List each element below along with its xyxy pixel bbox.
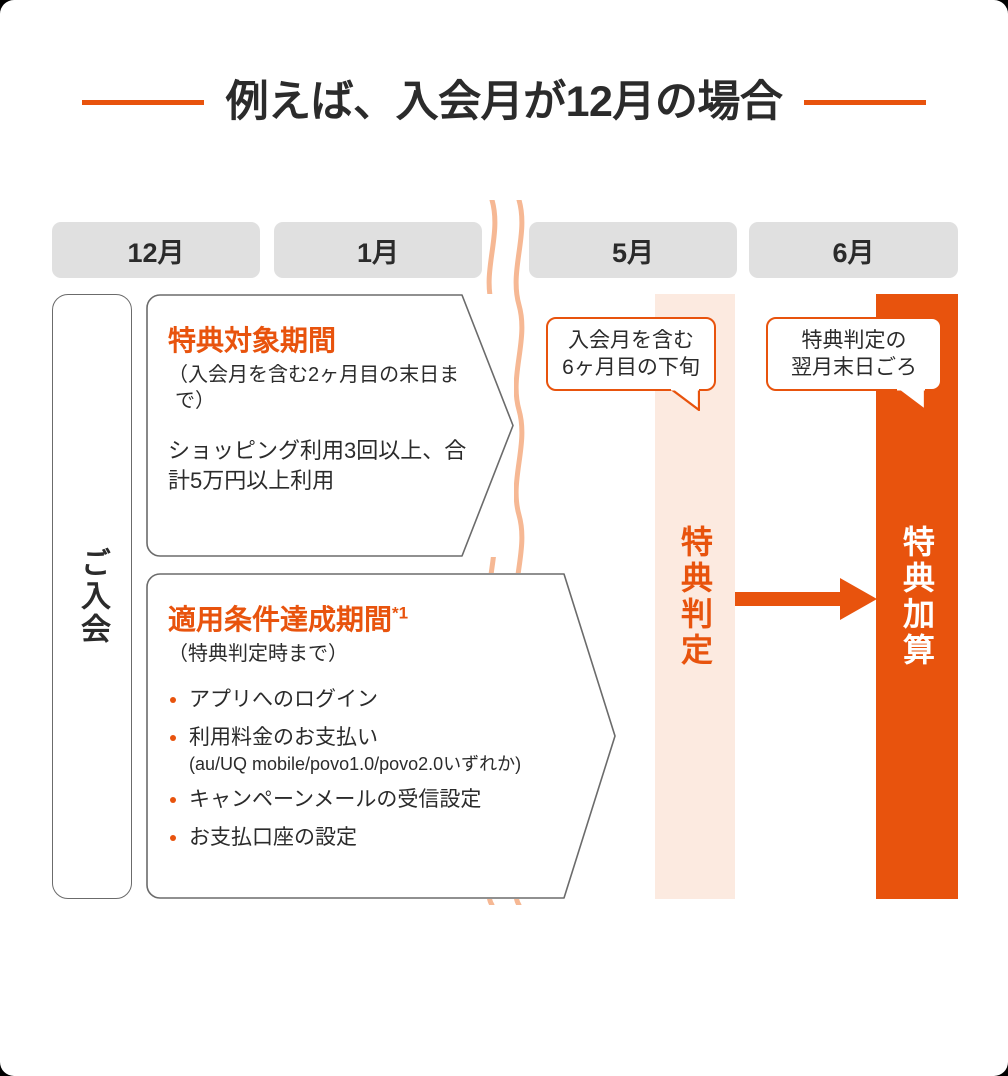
join-column: ご入会 bbox=[52, 294, 132, 899]
callout-award-line1: 特典判定の bbox=[801, 328, 907, 352]
list-item-label: キャンペーンメールの受信設定 bbox=[189, 788, 482, 812]
month-chip-12: 12月 bbox=[52, 222, 260, 278]
condition-period-card: 適用条件達成期間*1 （特典判定時まで） アプリへのログイン 利用料金のお支払い… bbox=[146, 573, 616, 899]
title-rule-right bbox=[804, 100, 927, 106]
list-item-label: 利用料金のお支払い bbox=[189, 725, 378, 749]
callout-judge-timing-text: 入会月を含む 6ヶ月目の下旬 bbox=[550, 327, 712, 382]
benefit-period-card-body: 特典対象期間 （入会月を含む2ヶ月目の末日まで） ショッピング利用3回以上、合計… bbox=[168, 324, 468, 495]
bullet-dot-icon bbox=[170, 835, 176, 841]
benefit-period-heading: 特典対象期間 bbox=[168, 325, 337, 356]
list-item: キャンペーンメールの受信設定 bbox=[168, 787, 578, 814]
condition-period-bullet-list: アプリへのログイン 利用料金のお支払い (au/UQ mobile/povo1.… bbox=[168, 687, 578, 852]
title-rule-left bbox=[81, 100, 204, 106]
bullet-dot-icon bbox=[170, 696, 176, 703]
join-column-label: ご入会 bbox=[76, 547, 109, 646]
benefit-period-subtext: （入会月を含む2ヶ月目の末日まで） bbox=[168, 363, 460, 412]
callout-judge-line2: 6ヶ月目の下旬 bbox=[562, 356, 700, 379]
callout-judge-timing: 入会月を含む 6ヶ月目の下旬 bbox=[546, 317, 716, 411]
bullet-dot-icon bbox=[170, 734, 176, 741]
month-chip-1: 1月 bbox=[274, 222, 482, 278]
month-chip-6: 6月 bbox=[749, 222, 958, 278]
list-item-label: アプリへのログイン bbox=[189, 687, 378, 711]
callout-tail-icon bbox=[896, 389, 926, 411]
callout-tail-icon bbox=[670, 389, 700, 411]
list-item-label: お支払口座の設定 bbox=[189, 826, 357, 849]
list-item: お支払口座の設定 bbox=[168, 825, 578, 852]
callout-award-line2: 翌月末日ごろ bbox=[791, 356, 917, 379]
list-item-sublabel: (au/UQ mobile/povo1.0/povo2.0いずれか) bbox=[189, 753, 522, 774]
callout-judge-line1: 入会月を含む bbox=[568, 328, 694, 352]
benefit-period-card-outline bbox=[146, 294, 514, 557]
callout-award-timing-text: 特典判定の 翌月末日ごろ bbox=[779, 327, 929, 382]
benefit-period-card: 特典対象期間 （入会月を含む2ヶ月目の末日まで） ショッピング利用3回以上、合計… bbox=[146, 294, 514, 557]
condition-period-card-body: 適用条件達成期間*1 （特典判定時まで） アプリへのログイン 利用料金のお支払い… bbox=[168, 603, 578, 852]
benefit-period-note: ショッピング利用3回以上、合計5万円以上利用 bbox=[168, 438, 467, 493]
month-header-row: 12月 1月 5月 6月 bbox=[52, 222, 958, 278]
page-title: 例えば、入会月が12月の場合 bbox=[225, 78, 783, 126]
callout-award-timing: 特典判定の 翌月末日ごろ bbox=[766, 317, 942, 411]
stage-label-judge: 特典判定 bbox=[677, 524, 713, 669]
condition-period-heading: 適用条件達成期間*1 bbox=[168, 603, 409, 635]
list-item: アプリへのログイン bbox=[168, 687, 578, 714]
month-chip-5: 5月 bbox=[529, 222, 737, 278]
condition-period-card-outline bbox=[146, 573, 616, 899]
right-arrow-icon bbox=[735, 578, 877, 620]
condition-period-subtext: （特典判定時まで） bbox=[168, 642, 348, 665]
list-item: 利用料金のお支払い (au/UQ mobile/povo1.0/povo2.0い… bbox=[168, 725, 578, 776]
bullet-dot-icon bbox=[170, 797, 176, 804]
title-row: 例えば、入会月が12月の場合 bbox=[0, 78, 1008, 127]
stage-label-award: 特典加算 bbox=[899, 524, 935, 669]
